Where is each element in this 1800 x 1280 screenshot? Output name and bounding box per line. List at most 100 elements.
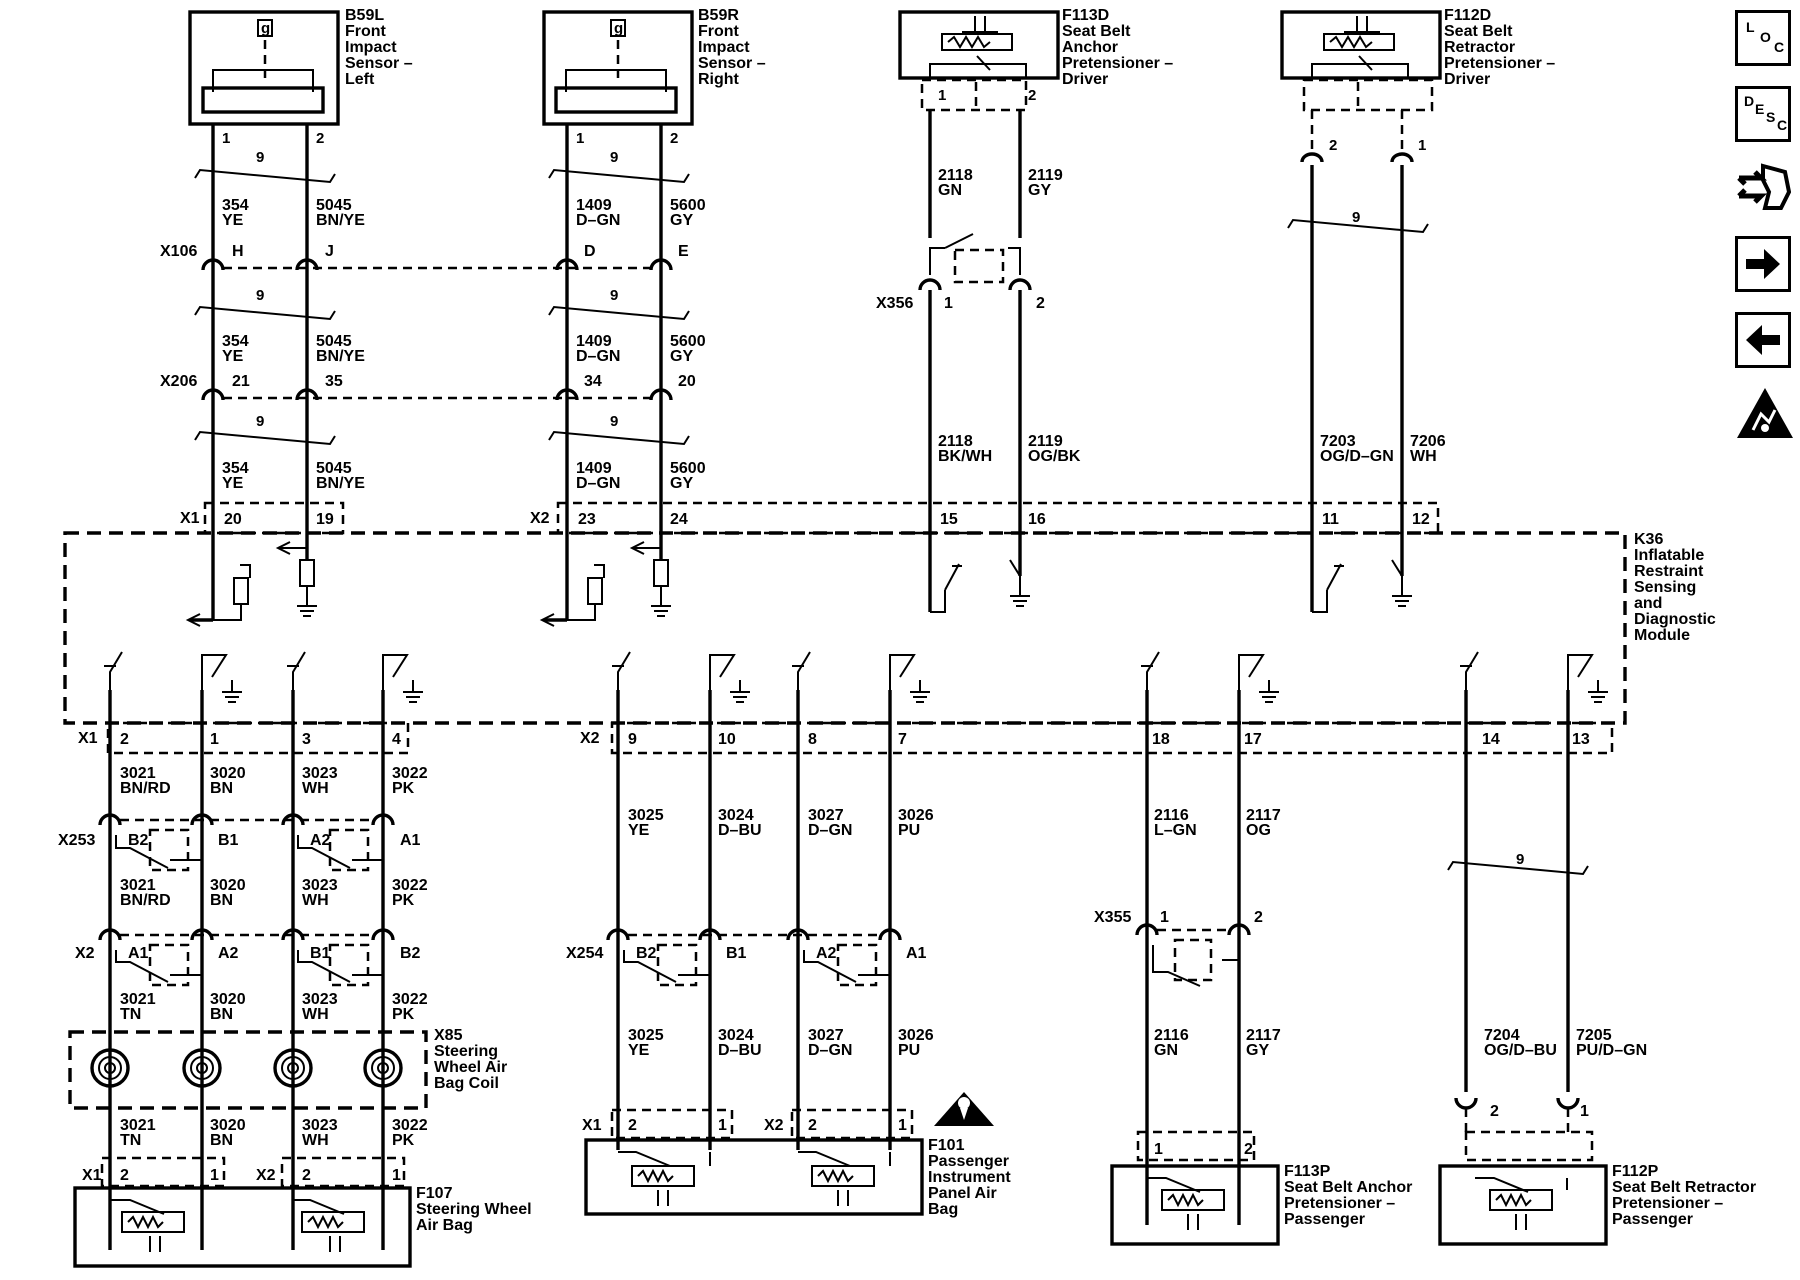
pin-label: 1 (210, 731, 219, 748)
pin-label: B1 (218, 832, 239, 849)
wire-circuit: 3020 (210, 765, 246, 782)
wire-circuit: 3021 (120, 765, 156, 782)
component-name-line: Front (698, 23, 740, 40)
component-name-line: Steering (434, 1043, 498, 1060)
squib-icon (110, 1199, 384, 1252)
pin-label: 1 (222, 130, 230, 147)
pin-label: B1 (726, 945, 747, 962)
component-f113p: 1 2 F113P Seat Belt Anchor Pretensioner … (1110, 1130, 1412, 1246)
wire-color: WH (1410, 448, 1437, 465)
connector-id: X2 (256, 1167, 276, 1184)
pin-label: 16 (1028, 511, 1046, 528)
wire-color: L–GN (1154, 822, 1197, 839)
wire-color: GY (670, 212, 693, 229)
wire-color: PK (392, 1132, 415, 1149)
loc-letter: O (1760, 29, 1771, 45)
loc-button[interactable]: L O C (1735, 10, 1791, 66)
pin-label: 17 (1244, 731, 1262, 748)
pin-label: 14 (1482, 731, 1500, 748)
component-id: B59R (698, 7, 739, 24)
component-f107: X1 X2 2 1 2 1 F107 Steering Wheel Air Ba… (73, 1156, 532, 1268)
component-name-line: Impact (698, 39, 750, 56)
wire-circuit: 7203 (1320, 433, 1356, 450)
wire-color: WH (302, 1132, 329, 1149)
connector-x356: X356 1 2 (876, 233, 1045, 312)
component-name-line: Seat Belt (1444, 23, 1513, 40)
wire-labels-top: 354 YE 5045 BN/YE 354 YE 5045 BN/YE 354 … (222, 167, 1446, 492)
component-name-line: Diagnostic (1634, 611, 1716, 628)
wire-labels-driver: 3021 BN/RD 3020 BN 3023 WH 3022 PK 3021 … (120, 765, 428, 1149)
connector-x206: X206 21 35 34 20 (160, 373, 696, 401)
pin-label: 11 (1322, 511, 1339, 528)
wire-circuit: 7205 (1576, 1027, 1612, 1044)
pin-label: A1 (128, 945, 149, 962)
top-wires (211, 110, 1404, 620)
wire-circuit: 3021 (120, 877, 156, 894)
component-name-line: Retractor (1444, 39, 1515, 56)
pin-label: 18 (1152, 731, 1170, 748)
pin-label: 1 (1154, 1141, 1163, 1158)
component-id: F113D (1062, 7, 1109, 24)
wire-labels-anchor-passenger: 2116 L–GN 2117 OG 2116 GN 2117 GY (1154, 807, 1281, 1059)
pin-label: 1 (1418, 137, 1426, 154)
wire-color: D–GN (808, 822, 852, 839)
next-page-arrow-icon (1746, 249, 1780, 279)
previous-page-button[interactable] (1735, 312, 1791, 368)
connector-id: X1 (180, 510, 200, 527)
wire-circuit: 7206 (1410, 433, 1446, 450)
pin-label: 20 (224, 511, 242, 528)
wire-circuit: 3023 (302, 877, 338, 894)
coil-icon (90, 1048, 403, 1088)
pin-label: 1 (1160, 909, 1169, 926)
component-name-line: Bag Coil (434, 1075, 499, 1092)
f112d-terminals (1300, 110, 1414, 163)
component-name-line: Anchor (1062, 39, 1118, 56)
wire-circuit: 3025 (628, 1027, 664, 1044)
component-id: F112D (1444, 7, 1491, 24)
loc-letter: C (1774, 39, 1785, 55)
pin-label: 15 (940, 511, 958, 528)
wire-circuit: 3027 (808, 1027, 844, 1044)
pin-label: 20 (678, 373, 696, 390)
component-name-line: Impact (345, 39, 397, 56)
connector-id: X2 (580, 730, 600, 747)
component-id: B59L (345, 7, 384, 24)
pin-label: 2 (120, 1167, 129, 1184)
wire-circuit: 5045 (316, 333, 352, 350)
component-b59r: g B59R Front Impact Sensor – Right 1 2 (542, 7, 766, 147)
pin-label: E (678, 243, 689, 260)
wire-color: PU/D–GN (1576, 1042, 1647, 1059)
component-f101: X1 X2 2 1 2 1 F101 Passenger Instrument … (582, 1092, 1011, 1218)
connector-id: X206 (160, 373, 197, 390)
previous-page-arrow-icon (1746, 325, 1780, 355)
wire-color: PK (392, 780, 415, 797)
wire-circuit: 5045 (316, 460, 352, 477)
wire-circuit: 2116 (1154, 1027, 1189, 1044)
component-name-line: Bag (928, 1201, 958, 1218)
component-name-line: Restraint (1634, 563, 1704, 580)
wire-color: D–GN (576, 348, 620, 365)
pin-label: B2 (636, 945, 657, 962)
component-id: K36 (1634, 531, 1663, 548)
component-name-line: Sensor – (345, 55, 413, 72)
wire-labels-retractor-passenger: 9 7204 OG/D–BU 7205 PU/D–GN (1447, 851, 1647, 1059)
component-name-line: Passenger (1612, 1211, 1693, 1228)
pin-label: D (584, 243, 596, 260)
wire-circuit: 3027 (808, 807, 844, 824)
pin-label: 2 (302, 1167, 311, 1184)
next-page-button[interactable] (1735, 236, 1791, 292)
pin-label: 2 (1244, 1141, 1253, 1158)
ground-symbol-label: g (261, 20, 270, 37)
component-name-line: Wheel Air (434, 1059, 507, 1076)
desc-button[interactable]: D E S C (1735, 86, 1791, 142)
wire-color: D–GN (576, 475, 620, 492)
connector-end-view-icon[interactable] (1735, 158, 1792, 214)
pin-label: B2 (400, 945, 421, 962)
component-name-line: Left (345, 71, 375, 88)
wire-circuit: 2117 (1246, 1027, 1281, 1044)
pin-label: 23 (578, 511, 596, 528)
wire-color: TN (120, 1132, 141, 1149)
wire-circuit: 3022 (392, 765, 428, 782)
component-x85: X85 Steering Wheel Air Bag Coil (68, 1027, 507, 1110)
pin-label: 2 (1028, 87, 1036, 104)
